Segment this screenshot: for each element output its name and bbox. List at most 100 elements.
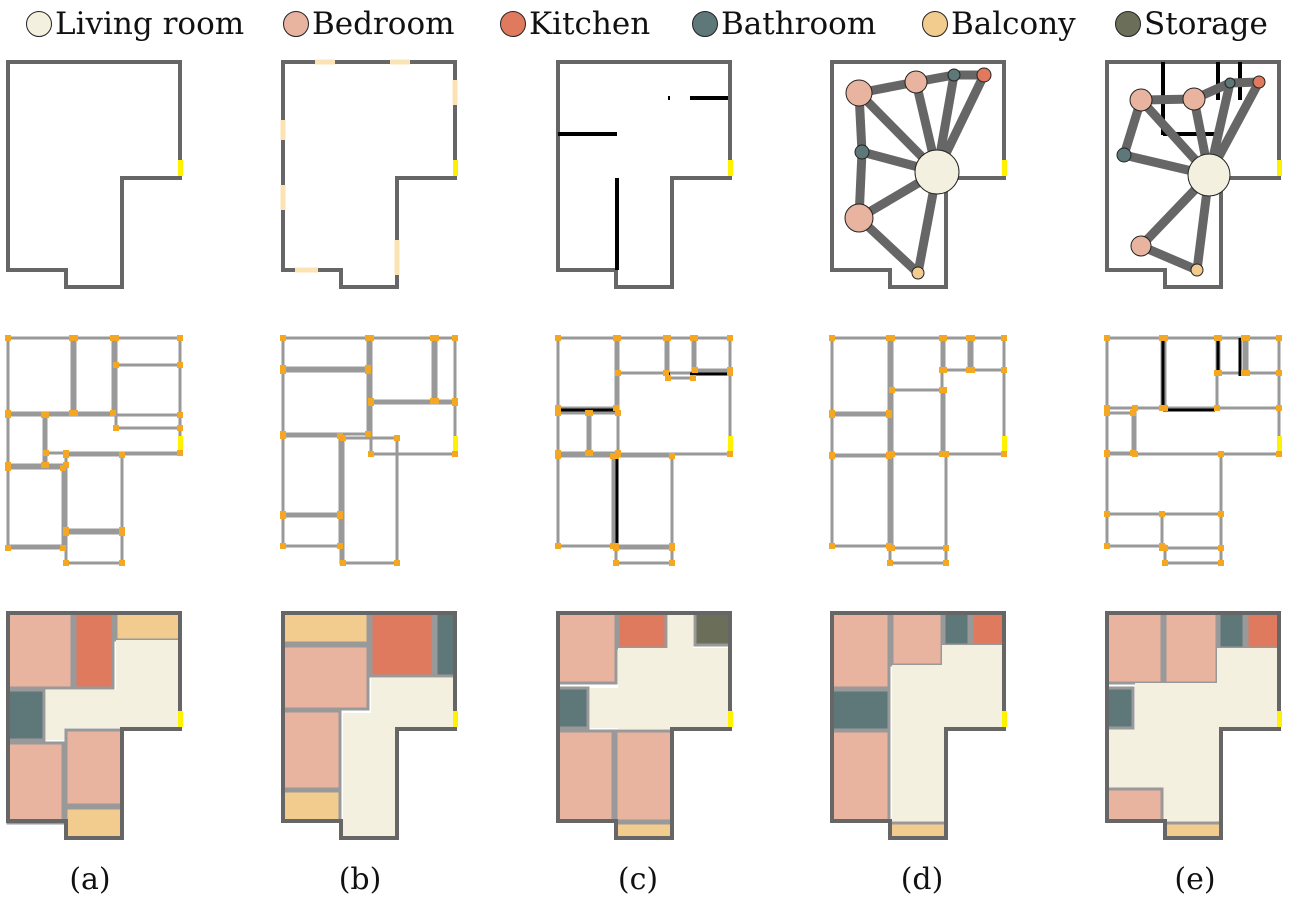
junction-node	[1214, 370, 1220, 376]
wall-segment	[1245, 336, 1281, 375]
room-Y	[1163, 821, 1223, 840]
junction-node	[613, 545, 619, 551]
graph-node-L	[1187, 153, 1231, 197]
room-L	[343, 713, 397, 838]
input-boundary-panel	[6, 60, 183, 289]
junction-node	[119, 452, 125, 458]
caption-c: (c)	[617, 862, 659, 897]
room-T	[1105, 686, 1135, 730]
room-Y	[114, 611, 182, 642]
exterior-wall	[6, 60, 182, 289]
junction-node	[113, 335, 119, 341]
junction-node	[1244, 335, 1250, 341]
junction-node	[1001, 335, 1007, 341]
graph-node-B	[1130, 235, 1152, 257]
room-L	[590, 688, 618, 728]
junction-node	[1001, 451, 1007, 457]
junction-node	[394, 435, 400, 441]
wall-segment	[369, 401, 457, 456]
graph-node-T	[854, 144, 870, 160]
junction-node	[939, 451, 945, 457]
wall-segment	[830, 413, 891, 457]
junction-node	[119, 530, 125, 536]
input-boundary-panel	[1105, 60, 1282, 289]
junction-node	[1216, 335, 1222, 341]
kitchen-swatch-icon	[500, 11, 526, 37]
room-L	[46, 690, 180, 728]
junction-node	[615, 335, 621, 341]
wall-segment	[616, 336, 668, 375]
junction-node	[368, 400, 374, 406]
junction-node	[1104, 405, 1110, 411]
junction-node	[1162, 405, 1168, 411]
wall-segment	[1133, 406, 1281, 456]
floorplan-panel	[830, 611, 1007, 840]
junction-node	[368, 335, 374, 341]
junction-node	[692, 367, 698, 373]
wall-segment	[114, 336, 182, 367]
wall-graph-panel	[1104, 335, 1282, 566]
wall-segment	[1160, 512, 1223, 550]
junction-node	[692, 335, 698, 341]
junction-node	[1276, 405, 1282, 411]
junction-node	[669, 560, 675, 566]
wall-segment	[281, 369, 370, 436]
room-T	[434, 611, 457, 678]
junction-node	[829, 335, 835, 341]
wall-segment	[830, 336, 891, 415]
exterior-wall	[281, 60, 457, 289]
junction-node	[941, 335, 947, 341]
wall-segment	[1163, 336, 1219, 410]
floorplan-panel	[556, 611, 733, 840]
room-B	[890, 611, 944, 667]
junction-node	[613, 560, 619, 566]
entrance-door	[1277, 711, 1282, 727]
junction-node	[63, 452, 69, 458]
junction-node	[1132, 405, 1138, 411]
wall-segment	[614, 454, 674, 548]
graph-node-B	[1182, 87, 1206, 111]
caption-b: (b)	[338, 862, 382, 897]
junction-node	[452, 335, 458, 341]
exterior-wall	[830, 611, 1006, 840]
storage-swatch-icon	[1115, 11, 1141, 37]
graph-node-Y	[911, 266, 925, 280]
junction-node	[177, 362, 183, 368]
junction-node	[889, 335, 895, 341]
junction-node	[886, 412, 892, 418]
wall-segment	[890, 452, 948, 550]
entrance-door	[453, 160, 458, 176]
wall-segment	[44, 413, 182, 455]
room-L	[1107, 729, 1221, 789]
junction-node	[43, 450, 49, 456]
wall-segment	[1105, 512, 1164, 548]
wall-segment	[281, 514, 342, 548]
junction-node	[452, 400, 458, 406]
room-Y	[888, 821, 948, 840]
legend-label: Living room	[55, 6, 245, 42]
junction-node	[119, 560, 125, 566]
junction-node	[829, 412, 835, 418]
junction-node	[889, 387, 895, 393]
junction-node	[615, 410, 621, 416]
junction-node	[337, 513, 343, 519]
junction-node	[1162, 545, 1168, 551]
exterior-wall	[1105, 60, 1281, 289]
junction-node	[280, 513, 286, 519]
entrance-door	[1002, 160, 1007, 176]
room-B	[281, 644, 370, 711]
exterior-wall	[281, 611, 457, 840]
junction-node	[110, 410, 116, 416]
entrance-door	[178, 436, 183, 452]
legend-label: Balcony	[951, 6, 1076, 42]
junction-node	[113, 425, 119, 431]
wall-graph-panel	[555, 335, 733, 566]
junction-node	[1218, 545, 1224, 551]
junction-node	[690, 375, 696, 381]
junction-node	[665, 375, 671, 381]
wall-segment	[830, 454, 891, 548]
wall-segment	[6, 466, 65, 550]
junction-node	[177, 450, 183, 456]
wall-segment	[1215, 371, 1281, 410]
